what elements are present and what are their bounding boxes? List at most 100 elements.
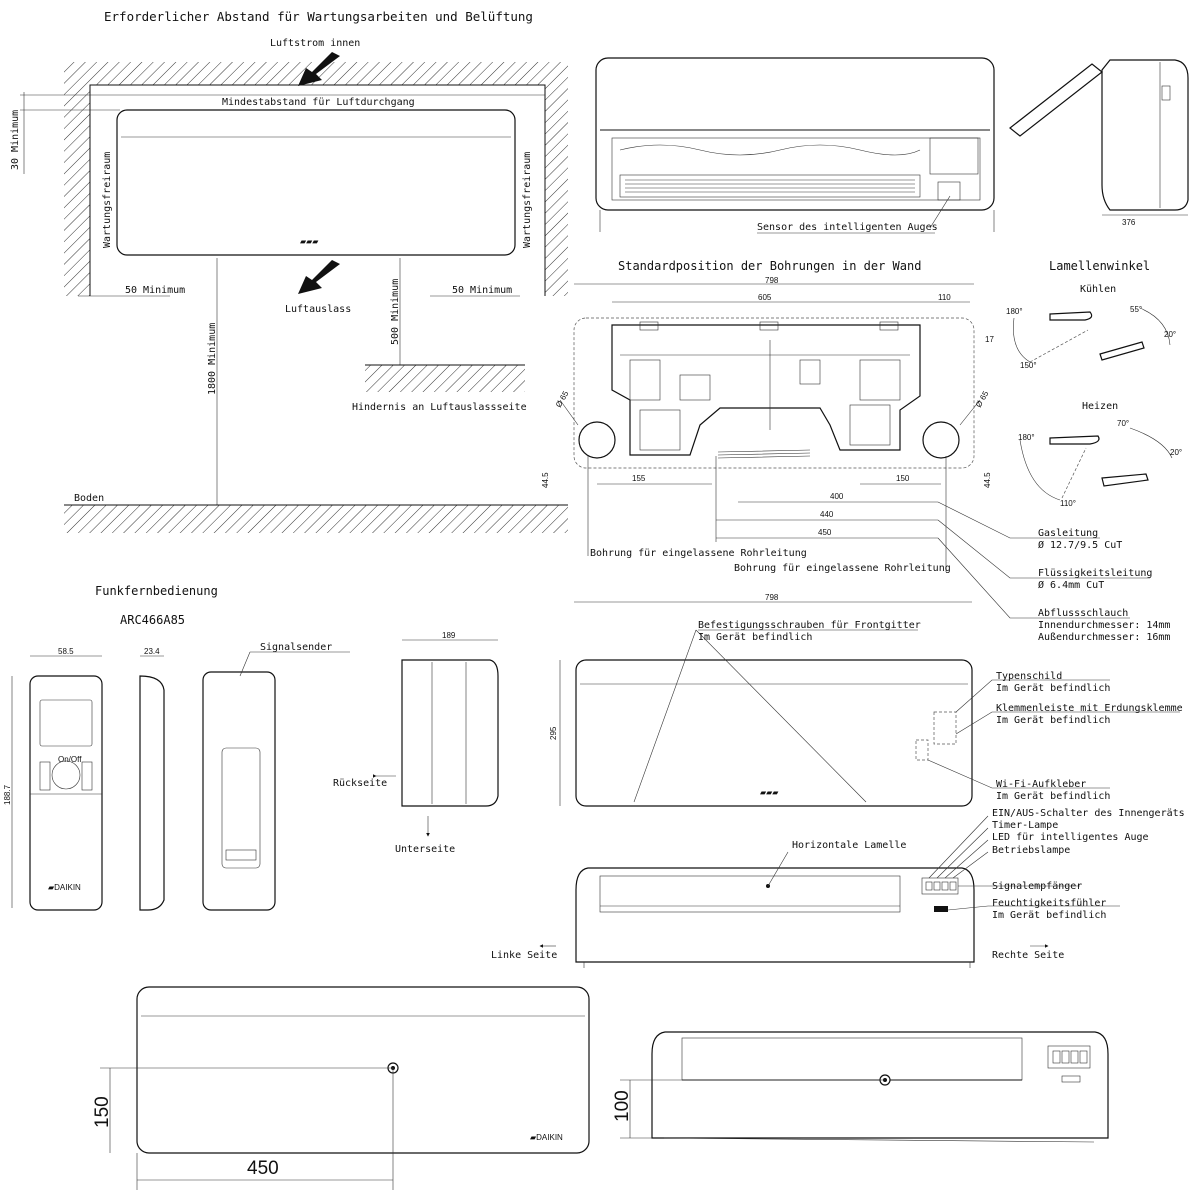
wifi-inside: Im Gerät befindlich (996, 791, 1110, 802)
hole-right-label: Ø 65 (974, 389, 991, 409)
clearance-diagram: Erforderlicher Abstand für Wartungsarbei… (10, 9, 568, 533)
remote-width: 58.5 (58, 647, 74, 656)
dim-150: 150 (896, 474, 910, 483)
front-min-label: 500 Minimum (390, 279, 401, 345)
dim-450: 450 (818, 528, 832, 537)
remote-front (29, 675, 103, 911)
floor-min-label: 1800 Minimum (207, 323, 218, 395)
wall-holes-diagram: Standardposition der Bohrungen in der Wa… (541, 259, 994, 574)
svg-text:▰▰▰: ▰▰▰ (300, 237, 319, 246)
horizontal-louver-label: Horizontale Lamelle (792, 840, 906, 851)
remote-thickness: 23.4 (144, 647, 160, 656)
floor-label: Boden (74, 493, 104, 504)
heat-70: 70° (1117, 419, 1129, 428)
wifi-label: Wi-Fi-Aufkleber (996, 779, 1086, 790)
heating-label: Heizen (1082, 401, 1118, 412)
bottom-front-view: ▰DAIKIN 150 450 (92, 986, 590, 1190)
dim-44-left: 44.5 (541, 472, 550, 488)
type-plate-inside: Im Gerät befindlich (996, 683, 1110, 694)
front-height: 295 (549, 726, 558, 740)
airflow-in-label: Luftstrom innen (270, 38, 360, 49)
clearance-title: Erforderlicher Abstand für Wartungsarbei… (104, 9, 533, 24)
bottom-view: Horizontale Lamelle EIN/AUS-Schalter des… (491, 808, 1185, 968)
left-side-label: Linke Seite (491, 950, 557, 961)
service-space-right: Wartungsfreiraum (522, 152, 533, 248)
indoor-unit-front (116, 109, 516, 256)
cooling-label: Kühlen (1080, 284, 1116, 295)
dim-400: 400 (830, 492, 844, 501)
heat-110: 110° (1060, 499, 1076, 508)
gas-label: Gasleitung (1038, 528, 1098, 539)
humidity-inside: Im Gerät befindlich (992, 910, 1106, 921)
right-side-label: Rechte Seite (992, 950, 1064, 961)
liquid-label: Flüssigkeitsleitung (1038, 568, 1152, 579)
front-width: 798 (765, 593, 779, 602)
dim-100-bottom: 100 (612, 1090, 633, 1122)
side-depth-label: 376 (1122, 218, 1136, 227)
svg-text:▰▰▰: ▰▰▰ (760, 788, 779, 797)
open-unit-view: Sensor des intelligenten Auges (595, 57, 995, 234)
wall-width-label: 798 (765, 276, 779, 285)
heat-180: 180° (1018, 433, 1035, 442)
liquid-size: Ø 6.4mm CuT (1038, 579, 1104, 591)
remote-onoff: On/Off (58, 755, 82, 764)
dim-605: 605 (758, 293, 772, 302)
right-min-label: 50 Minimum (452, 285, 512, 296)
small-side-view: 189 Rückseite Unterseite (333, 631, 499, 855)
remote-height: 188.7 (3, 784, 12, 805)
airflow-in-arrow (298, 52, 340, 86)
cool-150: 150° (1020, 361, 1037, 370)
humidity-label: Feuchtigkeitsfühler (992, 898, 1106, 909)
dim-440: 440 (820, 510, 834, 519)
service-space-left: Wartungsfreiraum (102, 152, 113, 248)
rear-label: Rückseite (333, 778, 387, 789)
terminal-inside: Im Gerät befindlich (996, 715, 1110, 726)
signal-sender-label: Signalsender (260, 642, 332, 653)
gas-size: Ø 12.7/9.5 CuT (1038, 539, 1122, 551)
dim-110: 110 (938, 293, 951, 302)
small-side-depth: 189 (442, 631, 456, 640)
cool-180: 180° (1006, 307, 1023, 316)
louver-angles: Lamellenwinkel Kühlen 180° 55° 20° 150° … (1006, 259, 1182, 508)
side-open-view: 376 (1009, 59, 1189, 227)
type-plate-label: Typenschild (996, 671, 1062, 682)
left-min-label: 50 Minimum (125, 285, 185, 296)
screws-label: Befestigungsschrauben für Frontgitter (698, 620, 921, 631)
air-outlet-arrow (298, 260, 340, 294)
terminal-label: Klemmenleiste mit Erdungsklemme (996, 703, 1183, 714)
pipe-hole-label-1: Bohrung für eingelassene Rohrleitung (590, 548, 807, 559)
dim-150-bottom: 150 (92, 1096, 113, 1128)
louver-title: Lamellenwinkel (1049, 259, 1150, 273)
receiver-label: Signalempfänger (992, 881, 1082, 892)
top-min-label: 30 Minimum (10, 110, 21, 170)
dim-450-bottom: 450 (247, 1158, 279, 1179)
remote-back (202, 671, 276, 911)
timer-lamp-label: Timer-Lampe (992, 820, 1058, 831)
pipe-callouts: Gasleitung Ø 12.7/9.5 CuT Flüssigkeitsle… (937, 501, 1170, 643)
air-passage-label: Mindestabstand für Luftdurchgang (222, 97, 415, 108)
obstacle-label: Hindernis an Luftauslassseite (352, 402, 527, 413)
remote-title: Funkfernbedienung (95, 584, 218, 598)
pipe-hole-label-2: Bohrung für eingelassene Rohrleitung (734, 563, 951, 574)
svg-text:▰DAIKIN: ▰DAIKIN (530, 1133, 563, 1142)
onoff-switch-label: EIN/AUS-Schalter des Innengeräts (992, 808, 1185, 819)
heat-20: 20° (1170, 448, 1182, 457)
led-eye-label: LED für intelligentes Auge (992, 832, 1149, 843)
dim-155: 155 (632, 474, 646, 483)
remote-model: ARC466A85 (120, 613, 185, 627)
hole-left-label: Ø 65 (554, 389, 571, 409)
screws-inside: Im Gerät befindlich (698, 632, 812, 643)
front-view: 798 295 ▰▰▰ Befestigungsschrauben für Fr… (549, 593, 1183, 807)
op-lamp-label: Betriebslampe (992, 845, 1070, 856)
wall-outline (89, 84, 546, 296)
sensor-label: Sensor des intelligenten Auges (757, 222, 938, 233)
bottom-underside-view: 100 (612, 1031, 1109, 1143)
drain-label: Abflussschlauch (1038, 608, 1128, 619)
dim-44-right: 44.5 (983, 472, 992, 488)
cool-55: 55° (1130, 305, 1142, 314)
wall-holes-title: Standardposition der Bohrungen in der Wa… (618, 259, 921, 273)
svg-text:▰DAIKIN: ▰DAIKIN (48, 883, 81, 892)
drain-inner: Innendurchmesser: 14mm (1038, 620, 1170, 631)
drain-outer: Außendurchmesser: 16mm (1038, 632, 1170, 643)
